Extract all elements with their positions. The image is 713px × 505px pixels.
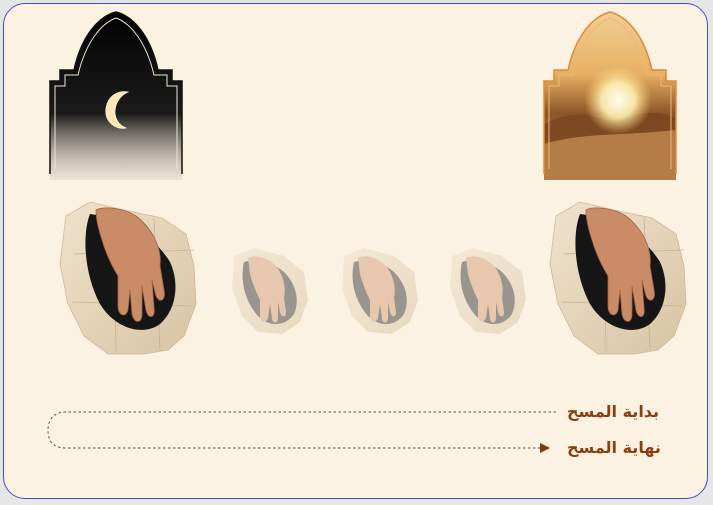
hand-on-sock-large-right [550,202,686,354]
diagram-frame: بداية المسح نهاية المسح [3,3,708,499]
end-of-wiping-label: نهاية المسح [567,438,661,457]
night-window [44,4,194,204]
hand-on-sock-faded-3 [450,248,526,334]
diagram-canvas [4,4,708,499]
hand-on-sock-large-left [60,202,196,354]
hand-on-sock-faded-2 [342,248,418,334]
hand-on-sock-faded-1 [232,248,308,334]
mash-path-arrow [48,412,556,453]
sun-desert-icon [584,66,652,134]
start-of-wiping-label: بداية المسح [567,402,659,421]
day-window [539,4,689,204]
